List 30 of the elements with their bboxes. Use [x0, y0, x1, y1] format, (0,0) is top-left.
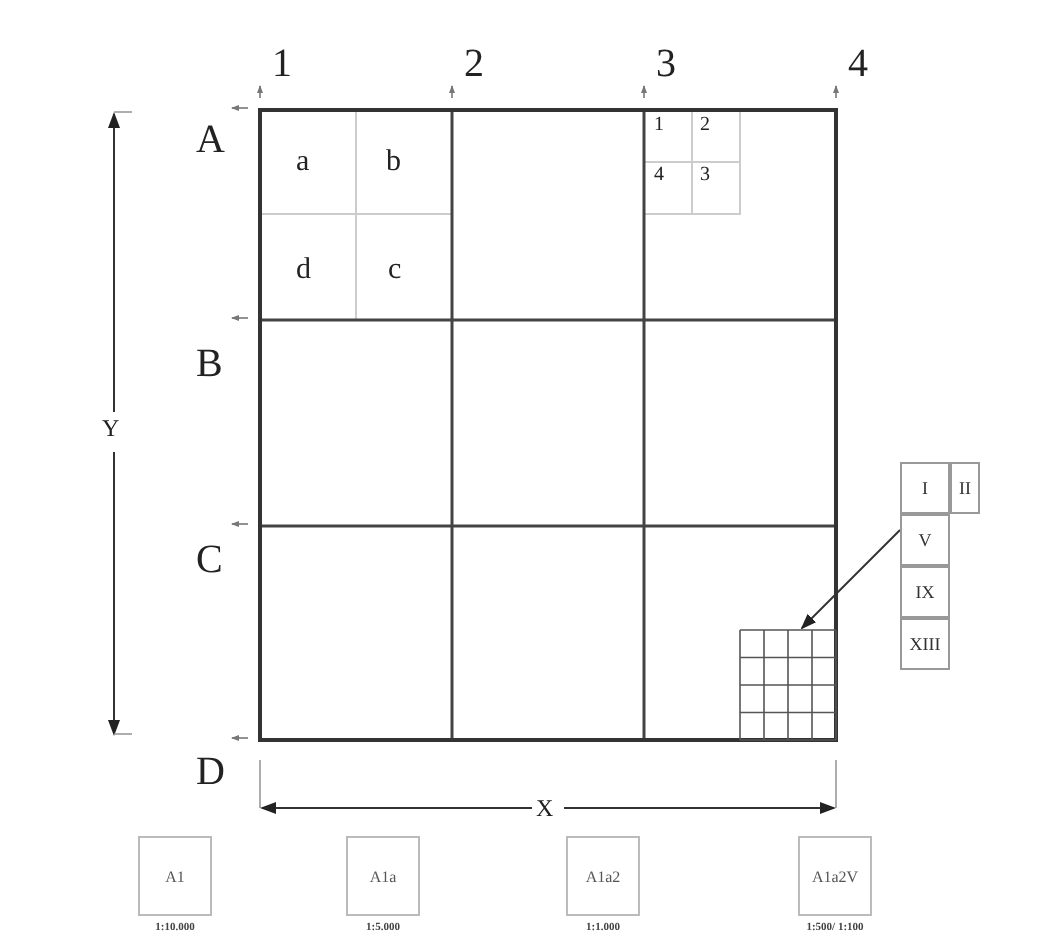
grid-index-label: 4 — [848, 44, 868, 84]
sheet-index-label: d — [296, 256, 311, 286]
sheet-index-label: 4 — [654, 166, 664, 186]
grid-index-label: D — [196, 752, 225, 792]
table-cell: IX — [900, 566, 950, 618]
roman-numeral-table — [900, 462, 980, 670]
sheet-box: A1a2 — [566, 836, 640, 916]
dimension-label: X — [536, 796, 554, 820]
leader-line — [800, 529, 901, 630]
sheet-index-label: 1 — [654, 116, 664, 136]
small-grid — [738, 628, 838, 742]
table-cell: XIII — [900, 618, 950, 670]
grid-index-label: A — [196, 120, 225, 160]
grid-index-label: 1 — [272, 44, 292, 84]
table-cell: V — [900, 514, 950, 566]
table-cell: I — [900, 462, 950, 514]
grid-index-label: 2 — [464, 44, 484, 84]
sheet-index-label: c — [388, 256, 402, 286]
sheet-box: A1a — [346, 836, 420, 916]
sheet-box: A1a2V — [798, 836, 872, 916]
sheet-index-label: b — [386, 148, 401, 178]
table-cell: II — [950, 462, 980, 514]
sheet-index-label: 2 — [700, 116, 710, 136]
grid-index-label: 3 — [656, 44, 676, 84]
grid-index-label: C — [196, 540, 223, 580]
dimension-label: Y — [102, 416, 120, 440]
sheet-index-label: 3 — [700, 166, 710, 186]
sheet-index-label: a — [296, 148, 310, 178]
grid-index-label: B — [196, 344, 223, 384]
sheet-box: A1 — [138, 836, 212, 916]
